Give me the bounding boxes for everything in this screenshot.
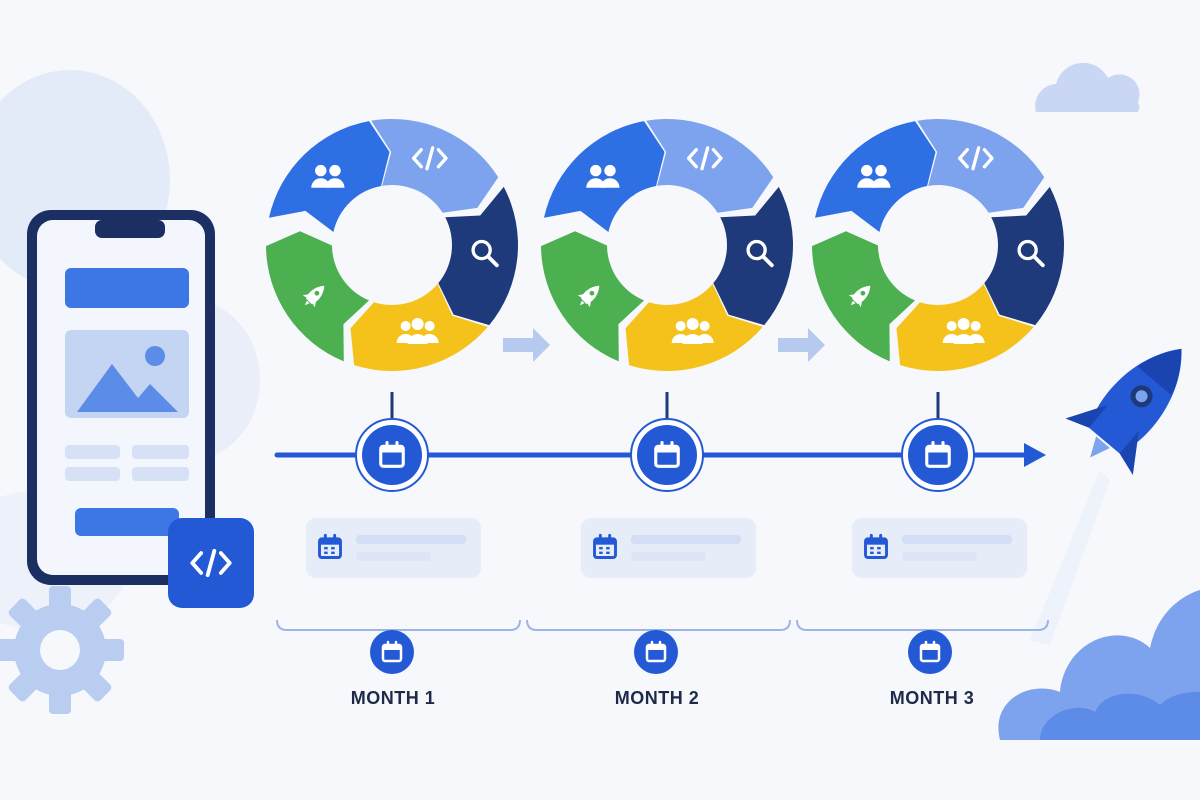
cycle-segment xyxy=(371,119,499,213)
month-bracket-1 xyxy=(276,619,521,674)
cycle-segment xyxy=(438,186,519,326)
rocket-icon xyxy=(1065,348,1182,476)
rocket-trail xyxy=(1030,470,1110,645)
milestone-card-3 xyxy=(852,518,1027,578)
milestone-card-1 xyxy=(306,518,481,578)
code-badge-icon xyxy=(168,518,254,608)
image-placeholder-icon xyxy=(77,364,178,412)
cloud-icon xyxy=(998,590,1200,740)
phone-mockup xyxy=(27,210,215,585)
month-label-2: MONTH 2 xyxy=(614,688,700,708)
timeline-node-3 xyxy=(901,392,975,492)
month-bracket-3 xyxy=(796,619,1049,674)
cycle-ring-3 xyxy=(812,119,1064,371)
flow-arrow xyxy=(503,328,825,362)
month-bracket-2 xyxy=(526,619,791,674)
month-label-1: MONTH 1 xyxy=(350,688,436,708)
timeline-node-1 xyxy=(355,392,429,492)
cycle-ring-2 xyxy=(541,119,793,371)
cycle-segment xyxy=(984,186,1064,326)
cycle-segment xyxy=(268,121,390,233)
cycle-segment xyxy=(646,119,774,213)
cycle-segment xyxy=(543,121,665,233)
gear-icon xyxy=(0,586,124,714)
cycle-segment xyxy=(713,186,793,326)
cycle-segment xyxy=(814,121,936,233)
cycle-ring-1 xyxy=(266,119,519,371)
milestone-card-2 xyxy=(581,518,756,578)
timeline-node-2 xyxy=(630,392,704,492)
cloud-icon xyxy=(1035,62,1140,112)
month-label-3: MONTH 3 xyxy=(889,688,975,708)
cycle-segment xyxy=(917,119,1045,213)
